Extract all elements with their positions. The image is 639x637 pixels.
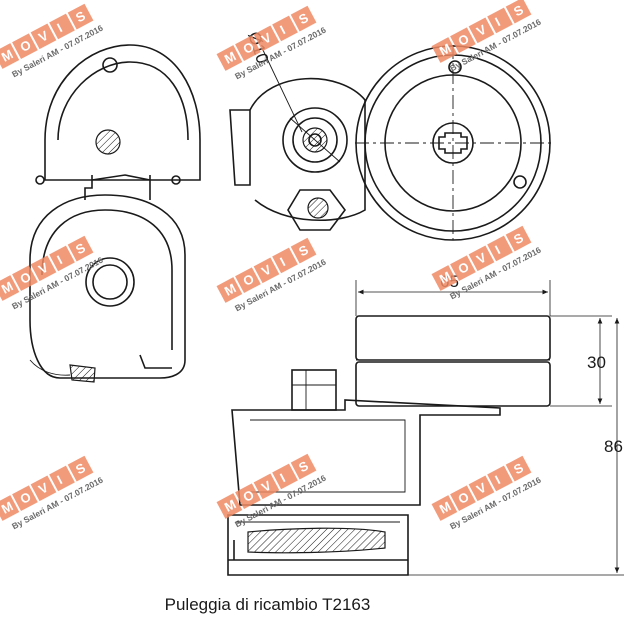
watermark-letter-box [487,7,513,34]
watermark-letter-box [505,225,532,252]
watermark-letter-box [505,0,532,24]
watermark-letter-box [272,463,298,490]
watermark-letter-box [30,475,57,502]
watermark-letter-box [216,45,243,71]
watermark-letter-box [49,13,75,40]
watermark-letter-box [487,235,513,262]
watermark-letter-box [431,495,458,521]
watermark-letter-box [235,35,261,62]
section-view [227,315,551,576]
watermark-letter: I [278,22,288,37]
watermark-letter-box [272,15,298,42]
watermark-letter-box [12,485,38,512]
watermark-letter-box [253,25,280,52]
watermark-letter-box [450,485,476,512]
dimension-total-height: 86 [408,318,624,576]
watermark-letter-box [468,475,495,502]
right-view [355,45,555,241]
watermark-letter-box [216,277,243,303]
caption: Puleggia di ricambio T2163 [164,595,371,614]
center-view: Ø10 [229,29,366,231]
watermark-letter-box [431,37,458,63]
watermark-letter-box [253,473,280,500]
watermark-letter-box [468,245,495,272]
watermark-letter: I [55,20,65,35]
watermark-letter-box [12,33,38,60]
watermark-letter-box [272,247,298,274]
watermark-letter: I [493,472,503,487]
watermark-letter-box [235,483,261,510]
watermark-letter: I [278,470,288,485]
watermark-letter-box [12,265,38,292]
watermark-letter-box [505,455,532,482]
watermark-letter-box [253,257,280,284]
watermark-letter-box [450,27,476,54]
watermark-letter-box [67,455,94,482]
watermark-letter-box [450,255,476,282]
watermark-letter: I [278,254,288,269]
watermark-letter-box [290,237,317,264]
watermark-letter: I [55,252,65,267]
watermark-letter: I [493,14,503,29]
left-view [29,44,201,383]
watermark-letter: I [493,242,503,257]
watermark-letter-box [67,3,94,30]
watermark-letter-box [49,245,75,272]
watermark-letter-box [49,465,75,492]
dimension-pulley-height: 30 [550,315,612,407]
watermark-letter-box [67,235,94,262]
watermark-letter: I [55,472,65,487]
watermark-letter-box [30,23,57,50]
watermark-letter-box [0,495,20,521]
watermark-letter-box [0,275,20,301]
watermark-letter-box [468,17,495,44]
watermark-letter-box [487,465,513,492]
pulley-height-label: 30 [587,353,606,372]
watermark-letter-box [235,267,261,294]
watermark-letter-box [290,453,317,480]
watermark-letter-box [290,5,317,32]
watermark-letter-box [216,493,243,519]
total-height-label: 86 [604,437,623,456]
watermark-letter-box [431,265,458,291]
watermark-letter-box [30,255,57,282]
watermark-letter-box [0,43,20,69]
